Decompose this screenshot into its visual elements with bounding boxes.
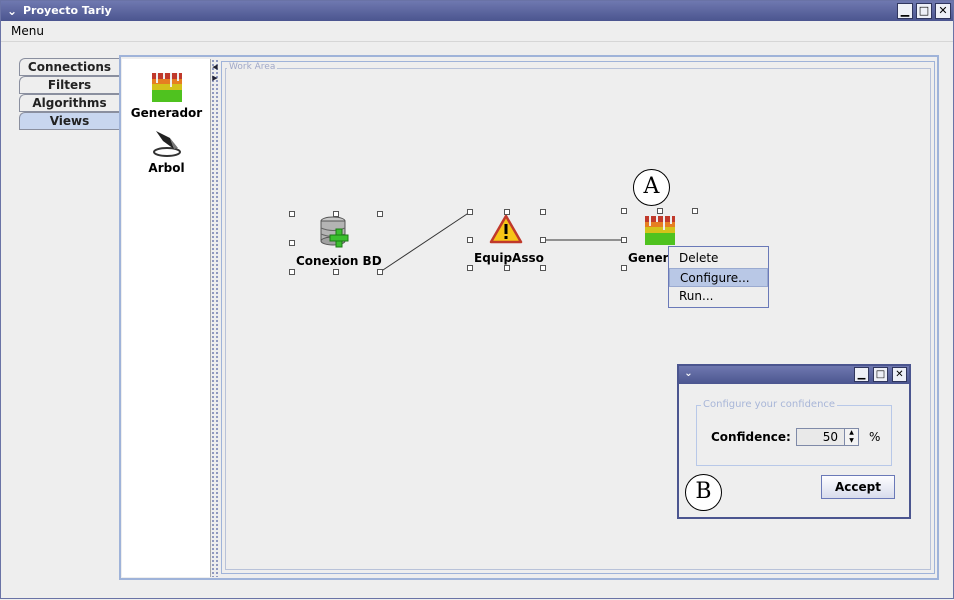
expand-right-arrow-icon[interactable]: ▶ [212,74,218,82]
work-area[interactable] [221,61,935,574]
resize-handle[interactable] [333,211,339,217]
title-bar[interactable]: ⌄ Proyecto Tariy ▁ □ ✕ [1,1,953,21]
resize-handle[interactable] [621,265,627,271]
window-title: Proyecto Tariy [23,4,112,17]
work-area-legend: Work Area [227,62,278,72]
menu-item-run[interactable]: Run... [679,289,714,303]
resize-handle[interactable] [621,237,627,243]
maximize-button[interactable]: □ [916,3,932,19]
tab-connections[interactable]: Connections [19,58,119,76]
node-label: Genera [628,251,677,265]
resize-handle[interactable] [377,269,383,275]
resize-handle[interactable] [692,208,698,214]
resize-handle[interactable] [289,211,295,217]
split-pane-divider[interactable]: ◀ ▶ [211,59,219,577]
resize-handle[interactable] [333,269,339,275]
dialog-maximize-button[interactable]: □ [873,367,888,382]
resize-handle[interactable] [540,265,546,271]
minimize-button[interactable]: ▁ [897,3,913,19]
node-label: EquipAsso [474,251,544,265]
palette-item-generador[interactable]: Generador [122,71,211,120]
menu-bar: Menu [1,21,953,42]
resize-handle[interactable] [621,208,627,214]
resize-handle[interactable] [289,269,295,275]
annotation-a-label: A [633,169,670,206]
warning-icon [489,214,523,244]
component-palette: Generador Arbol [122,59,211,577]
node-label: Conexion BD [296,254,382,268]
dialog-close-button[interactable]: ✕ [892,367,907,382]
resize-handle[interactable] [467,209,473,215]
collapse-left-arrow-icon[interactable]: ◀ [212,63,218,71]
tab-filters[interactable]: Filters [19,76,119,94]
work-area-frame [225,68,931,570]
tab-algorithms[interactable]: Algorithms [19,94,119,112]
context-menu: Delete Configure... Run... [668,246,769,308]
window-menu-chevron-icon[interactable]: ⌄ [6,4,18,18]
resize-handle[interactable] [289,240,295,246]
dialog-title-bar[interactable]: ⌄ ▁ □ ✕ [679,366,909,384]
spinner-up-arrow-icon[interactable]: ▲ [844,429,858,437]
dialog-minimize-button[interactable]: ▁ [854,367,869,382]
dialog-menu-chevron-icon[interactable]: ⌄ [684,368,693,379]
confidence-value[interactable]: 50 [822,430,838,444]
palette-item-arbol[interactable]: Arbol [122,128,211,175]
equalizer-icon [645,216,675,245]
database-add-icon [320,216,349,248]
resize-handle[interactable] [377,211,383,217]
menu-item-delete[interactable]: Delete [679,251,719,265]
resize-handle[interactable] [467,237,473,243]
resize-handle[interactable] [540,209,546,215]
resize-handle[interactable] [540,237,546,243]
menu-menu[interactable]: Menu [11,24,44,38]
equalizer-icon [151,73,182,102]
resize-handle[interactable] [467,265,473,271]
percent-unit: % [869,430,881,444]
palette-item-label: Generador [130,106,203,120]
resize-handle[interactable] [657,208,663,214]
resize-handle[interactable] [504,265,510,271]
resize-handle[interactable] [504,209,510,215]
pen-nib-icon [152,131,181,157]
configure-dialog: ⌄ ▁ □ ✕ Configure your confidence Confid… [677,364,911,519]
confidence-group-title: Configure your confidence [701,399,838,410]
annotation-b-label: B [685,474,722,511]
tab-views[interactable]: Views [19,112,119,130]
confidence-spinner[interactable]: 50 ▲ ▼ [796,428,859,446]
confidence-label: Confidence: [711,430,791,444]
close-button[interactable]: ✕ [935,3,951,19]
menu-item-configure[interactable]: Configure... [669,268,768,287]
spinner-down-arrow-icon[interactable]: ▼ [844,437,858,445]
palette-item-label: Arbol [148,161,185,175]
accept-button[interactable]: Accept [821,475,895,499]
